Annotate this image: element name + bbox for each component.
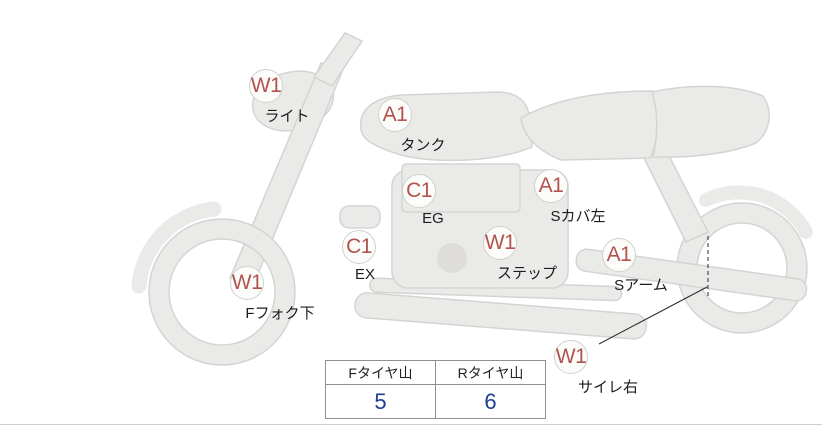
damage-code-badge: W1 [483,226,517,260]
tire-table-header-row: Fタイヤ山 Rタイヤ山 [325,360,546,385]
engine-case [437,243,467,273]
damage-label: EX [354,266,376,283]
damage-code-badge: W1 [230,266,264,300]
marker-swingarm: A1 Sアーム [602,238,668,294]
damage-label: Sカバ左 [550,208,606,225]
damage-code: C1 [406,179,432,202]
damage-code: A1 [538,174,564,197]
damage-label: ライト [264,108,310,125]
muffler [354,292,647,340]
rear-cowl [651,85,770,158]
damage-code: A1 [382,103,408,126]
seat [520,90,662,161]
marker-exhaust: C1 EX [342,230,376,283]
marker-side-cover-left: A1 Sカバ左 [534,169,606,225]
tire-table-value-row: 5 6 [325,384,546,419]
damage-code-badge: A1 [534,169,568,203]
marker-step: W1 ステップ [483,226,557,282]
damage-code-badge: W1 [249,69,283,103]
pointer-line [598,286,708,345]
damage-code-badge: A1 [378,98,412,132]
damage-code: W1 [231,271,263,294]
front-wheel [149,219,295,365]
handlebar [312,32,364,87]
damage-label: EG [422,210,444,227]
rear-fender [699,185,813,239]
tire-table-header-rear: Rタイヤ山 [435,360,546,385]
marker-engine: C1 EG [402,174,444,227]
damage-label: タンク [400,137,446,154]
marker-light: W1 ライト [249,69,310,125]
marker-silencer-right: W1 サイレ右 [554,340,638,396]
damage-label: ステップ [496,265,558,282]
tire-front-tread-value: 5 [325,384,436,419]
front-wheel-inner-rim [168,238,276,346]
damage-code: W1 [484,231,516,254]
tire-rear-tread-value: 6 [435,384,546,419]
damage-label: Sアーム [614,277,668,294]
tire-tread-table: Fタイヤ山 Rタイヤ山 5 6 [325,360,546,419]
damage-label: Fフォク下 [245,305,315,322]
damage-code-badge: A1 [602,238,636,272]
front-wheel-outer-rim [148,218,296,366]
marker-tank: A1 タンク [378,98,446,154]
damage-code: C1 [346,235,372,258]
damage-label: サイレ右 [577,379,639,396]
damage-code-badge: W1 [554,340,588,374]
damage-code: W1 [250,74,282,97]
rear-frame-tube [638,145,710,243]
damage-code: A1 [606,243,632,266]
tire-table-header-front: Fタイヤ山 [325,360,436,385]
marker-front-fork-lower: W1 Fフォク下 [230,266,315,322]
damage-code-badge: C1 [402,174,436,208]
front-fender [131,201,222,294]
damage-code: W1 [555,345,587,368]
exhaust-header [339,205,381,229]
damage-code-badge: C1 [342,230,376,264]
